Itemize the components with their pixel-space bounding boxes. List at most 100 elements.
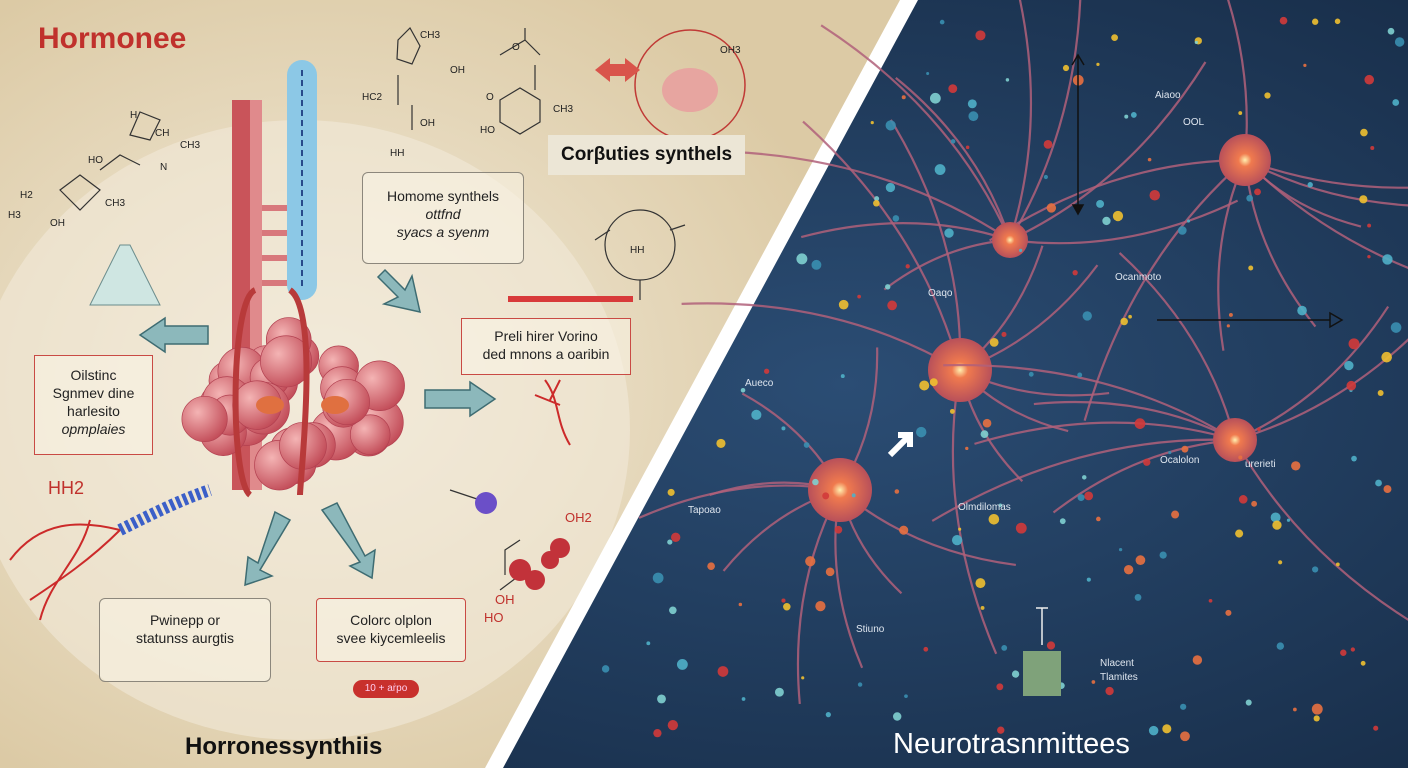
- particle-dot: [904, 694, 908, 699]
- box-line: ottfnd: [425, 206, 461, 222]
- particle-dot: [1096, 516, 1101, 522]
- particle-dot: [774, 687, 784, 697]
- particle-dot: [965, 446, 969, 451]
- particle-dot: [1082, 475, 1087, 480]
- dendrite: [943, 363, 1236, 441]
- dendrite: [1226, 0, 1248, 161]
- neuro-label: OOL: [1183, 117, 1205, 128]
- particle-dot: [934, 164, 946, 175]
- particles: [601, 16, 1405, 742]
- particle-dot: [1286, 518, 1291, 522]
- neuron-soma: [1213, 418, 1257, 462]
- neuro-label: Oaqo: [928, 288, 953, 299]
- particle-dot: [1043, 174, 1048, 180]
- preli-box: Preli hirer Vorino ded mnons a oaribin: [461, 318, 631, 375]
- particle-dot: [1046, 641, 1056, 650]
- particle-dot: [1390, 322, 1402, 333]
- particle-dot: [1303, 63, 1307, 67]
- particle-dot: [894, 489, 900, 494]
- particle-dot: [1375, 479, 1382, 487]
- particle-dot: [874, 196, 880, 202]
- particle-dot: [1226, 324, 1230, 328]
- box-line: syacs a syenm: [396, 224, 490, 240]
- chem-label: CH3: [553, 104, 574, 115]
- right-arrows: [1036, 53, 1344, 645]
- particle-dot: [892, 215, 900, 222]
- particle-dot: [1105, 686, 1114, 696]
- neuron-soma: [928, 338, 992, 402]
- particle-dot: [1279, 16, 1288, 25]
- particle-dot: [1059, 518, 1066, 525]
- particle-dot: [740, 387, 746, 393]
- particle-dot: [1130, 112, 1137, 118]
- particle-dot: [885, 182, 896, 193]
- particle-dot: [801, 676, 805, 680]
- particle-dot: [1351, 455, 1357, 462]
- particle-dot: [1135, 555, 1146, 565]
- particle-dot: [996, 683, 1004, 691]
- dendrite: [974, 421, 1236, 445]
- dendrite: [1052, 438, 1236, 514]
- particle-dot: [825, 712, 831, 718]
- box-line: Homome synthels: [386, 188, 500, 204]
- particle-dot: [1149, 189, 1161, 201]
- chem-label: HH: [390, 148, 405, 159]
- gland-lobe: [181, 395, 228, 443]
- particle-dot: [1120, 317, 1128, 326]
- particle-dot: [1001, 331, 1007, 337]
- gland-lobe: [349, 414, 391, 455]
- particle-dot: [1238, 111, 1243, 115]
- particle-dot: [1096, 199, 1105, 208]
- particle-dot: [822, 492, 830, 500]
- particle-dot: [676, 659, 688, 670]
- dendrite: [1033, 400, 1236, 441]
- chem-label: HC2: [362, 92, 383, 103]
- particle-dot: [919, 380, 930, 391]
- particle-dot: [929, 92, 941, 104]
- particle-dot: [1192, 655, 1203, 665]
- dendrite: [931, 438, 1236, 522]
- box-line: Sgnmev dine: [52, 385, 135, 401]
- particle-dot: [825, 567, 835, 577]
- particle-dot: [1392, 99, 1400, 106]
- particle-dot: [1311, 703, 1323, 715]
- chem-label: O: [512, 42, 520, 53]
- particle-dot: [1177, 226, 1187, 235]
- particle-dot: [968, 111, 979, 122]
- particle-dot: [805, 556, 816, 567]
- particle-dot: [751, 409, 762, 420]
- particle-dot: [982, 418, 992, 428]
- neuron-soma: [808, 458, 872, 522]
- chem-label: CH3: [420, 30, 441, 41]
- chem-label: HO: [480, 125, 495, 136]
- neurons: [638, 0, 1408, 705]
- dendrite: [704, 150, 1011, 241]
- particle-dot: [667, 488, 675, 496]
- box-line: Preli hirer Vorino: [494, 328, 598, 344]
- box-line: Colorc olplon: [350, 612, 432, 628]
- neuro-label: Aiaoo: [1155, 90, 1181, 101]
- particle-dot: [653, 729, 662, 738]
- particle-dot: [1128, 314, 1132, 319]
- neuro-label: Olmdilomas: [958, 502, 1011, 513]
- double-arrow-icon: [595, 58, 640, 82]
- chem-label: N: [160, 162, 168, 173]
- particle-dot: [840, 374, 845, 379]
- particle-dot: [1297, 305, 1307, 316]
- particle-dot: [1346, 380, 1357, 391]
- dendrite: [1009, 199, 1239, 245]
- neuro-title: Neurotrasnmittees: [893, 728, 1130, 760]
- particle-dot: [1134, 594, 1142, 601]
- particle-dot: [1367, 254, 1371, 259]
- particle-dot: [1264, 92, 1271, 99]
- neuro-label: urerieti: [1245, 459, 1276, 470]
- particle-dot: [997, 726, 1005, 734]
- chem-label: CH3: [105, 198, 126, 209]
- dendrite: [1008, 0, 1033, 241]
- particle-dot: [965, 145, 970, 150]
- particle-dot: [1180, 731, 1190, 742]
- particle-dot: [901, 95, 906, 100]
- particle-dot: [1370, 145, 1375, 150]
- pill-badge: 10 + aṙpo: [353, 680, 419, 698]
- box-line: opmplaies: [61, 421, 126, 437]
